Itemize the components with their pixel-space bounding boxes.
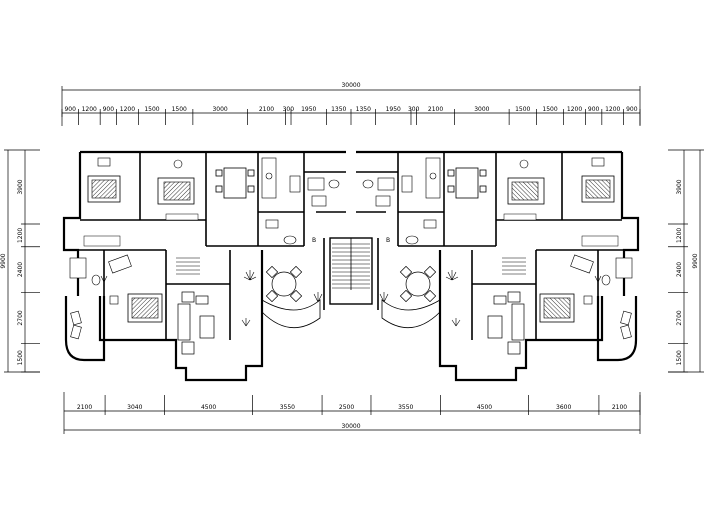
bedroom-2-bed	[157, 159, 195, 205]
top-dimension-label: 1500	[144, 106, 159, 113]
top-dimension-label: 3000	[474, 106, 489, 113]
vertical-dimension-label: 3900	[676, 179, 683, 194]
bottom-dimension-label: 2100	[612, 404, 627, 411]
top-total-label: 30000	[341, 82, 360, 89]
left-dimension-line: 9900 3900 1200 2400 2700 1500	[0, 149, 40, 373]
interior-walls	[64, 152, 346, 340]
bottom-dimension-label: 3550	[280, 404, 295, 411]
bottom-dimension-label: 3600	[556, 404, 571, 411]
kitchen-counter	[261, 157, 301, 199]
bottom-dimension-line: 30000 2100 3040 4500 3550 2500 3550 4500 3600 21…	[63, 392, 641, 434]
vertical-dimension-label: 1500	[17, 350, 24, 365]
top-dimension-label: 1200	[567, 106, 582, 113]
living-room-sofa	[177, 291, 215, 355]
bedroom-1-bed	[87, 157, 121, 203]
top-dimension-label: 2100	[428, 106, 443, 113]
bathroom-fixtures	[69, 177, 340, 286]
bottom-dimension-label: 4500	[201, 404, 216, 411]
left-total-label: 9900	[0, 253, 7, 268]
top-dimension-label: 1350	[356, 106, 371, 113]
balcony-chairs	[70, 310, 82, 340]
vertical-dimension-label: 2400	[676, 262, 683, 277]
top-dimension-line: 30000 900 1200 900 1200 1500 1500 3000 2100 300 1…	[61, 82, 641, 126]
top-dimension-label: 900	[588, 106, 600, 113]
vertical-dimension-label: 2700	[676, 310, 683, 325]
top-dimension-label: 1200	[82, 106, 97, 113]
top-dimension-label: 3000	[212, 106, 227, 113]
garden-path	[261, 299, 321, 329]
right-apartment	[354, 150, 640, 382]
garden-table	[265, 265, 303, 303]
vertical-dimension-label: 2400	[17, 262, 24, 277]
bottom-dimension-label: 2100	[77, 404, 92, 411]
right-dimension-line: 9900 3900 1200 2400 2700 1500	[668, 149, 704, 373]
top-dimension-label: 900	[103, 106, 115, 113]
top-dimension-label: 900	[64, 106, 76, 113]
wardrobe	[83, 213, 199, 247]
stairwell: B B	[312, 237, 390, 310]
bottom-dimension-label: 2500	[339, 404, 354, 411]
right-total-label: 9900	[692, 253, 699, 268]
top-dimension-label: 300	[408, 106, 420, 113]
top-dimension-label: 1500	[542, 106, 557, 113]
vertical-dimension-label: 1200	[17, 228, 24, 243]
top-dimension-label: 1500	[172, 106, 187, 113]
entry-steps	[176, 257, 200, 275]
bedroom-3-bed	[109, 293, 163, 323]
top-dimension-label: 1200	[120, 106, 135, 113]
top-dimension-label: 1950	[386, 106, 401, 113]
top-dimension-label: 1350	[331, 106, 346, 113]
outer-walls	[62, 150, 346, 382]
bottom-dimension-label: 3550	[398, 404, 413, 411]
vertical-dimension-label: 2700	[17, 310, 24, 325]
vertical-dimension-label: 3900	[17, 179, 24, 194]
stair-label-left: B	[312, 237, 316, 244]
bottom-dimension-label: 3040	[127, 404, 142, 411]
dining-table	[215, 167, 255, 199]
vertical-dimension-label: 1200	[676, 228, 683, 243]
plant-icon	[100, 270, 323, 327]
top-dimension-label: 300	[283, 106, 295, 113]
bottom-total-label: 30000	[341, 423, 360, 430]
vertical-dimension-label: 1500	[676, 350, 683, 365]
bottom-dimension-label: 4500	[477, 404, 492, 411]
top-dimension-label: 900	[626, 106, 638, 113]
top-dimension-label: 1200	[605, 106, 620, 113]
stair-label-right: B	[386, 237, 390, 244]
top-dimension-label: 2100	[259, 106, 274, 113]
top-dimension-label: 1500	[515, 106, 530, 113]
left-apartment	[62, 150, 346, 382]
top-dimension-label: 1950	[301, 106, 316, 113]
